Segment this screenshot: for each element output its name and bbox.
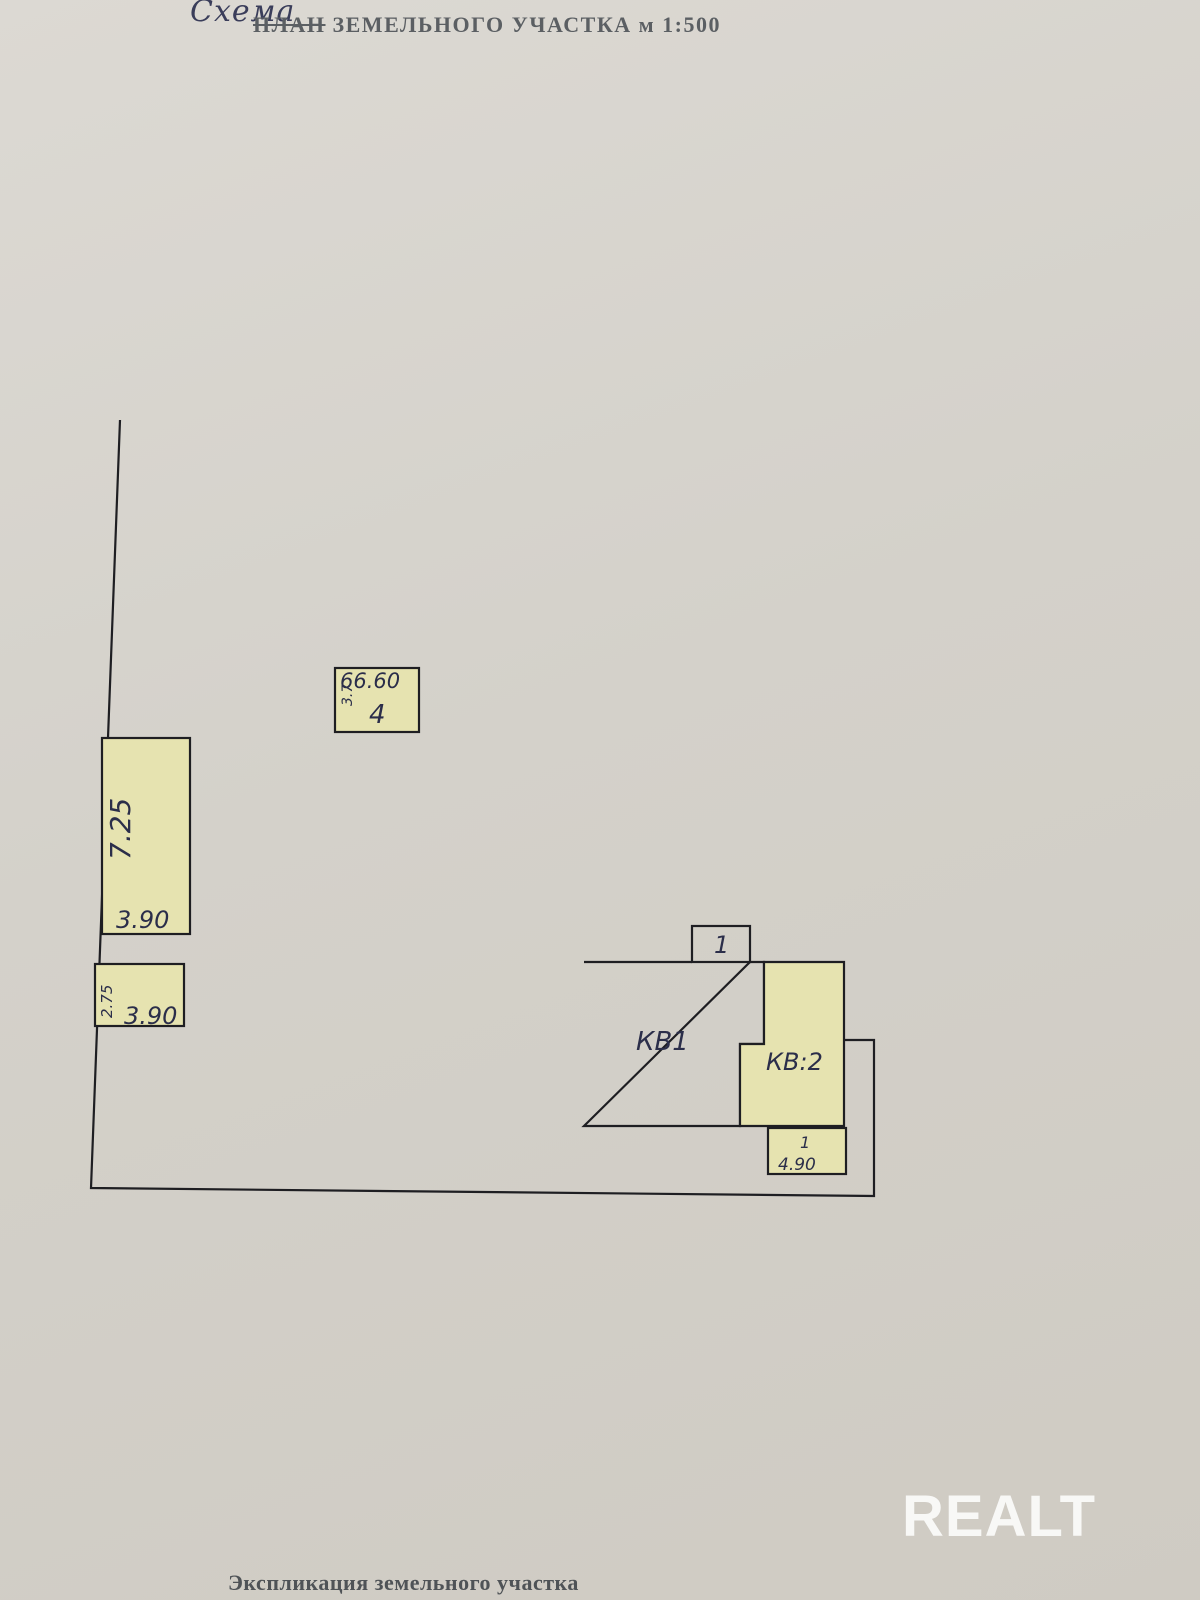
porch	[690, 924, 752, 964]
annex-width-label: 4.90	[778, 1155, 816, 1175]
small-building-number: 4	[369, 700, 386, 730]
title-text: ЗЕМЕЛЬНОГО УЧАСТКА м 1:500	[325, 12, 721, 37]
plot-boundary-line	[89, 419, 876, 1198]
porch-number: 1	[714, 931, 729, 959]
shed-large-width-label: 3.90	[116, 906, 169, 934]
shed-small-length-label: 2.75	[98, 985, 116, 1018]
shed-large	[100, 736, 192, 936]
small-building-length-label: 66.60	[340, 669, 400, 693]
explication-caption: Экспликация земельного участка	[228, 1570, 579, 1595]
apartment-1-label: КВ1	[636, 1027, 689, 1057]
annex-number: 1	[800, 1133, 810, 1152]
apartment-2-outline	[738, 960, 846, 1128]
shed-small-width-label: 3.90	[124, 1002, 177, 1030]
annex	[766, 1126, 848, 1176]
struck-title-word: ПЛАН	[253, 12, 326, 37]
small-building-width-label: 3.7	[340, 684, 356, 706]
apartment-2-label: КВ:2	[766, 1048, 823, 1076]
realt-watermark-logo: REALT	[902, 1484, 1097, 1549]
shed-small	[93, 962, 186, 1028]
document-title: ПЛАН ЗЕМЕЛЬНОГО УЧАСТКА м 1:500	[253, 12, 721, 38]
small-building-4	[333, 666, 421, 734]
shed-large-length-label: 7.25	[104, 798, 137, 860]
handwritten-title: Схема	[190, 0, 296, 29]
